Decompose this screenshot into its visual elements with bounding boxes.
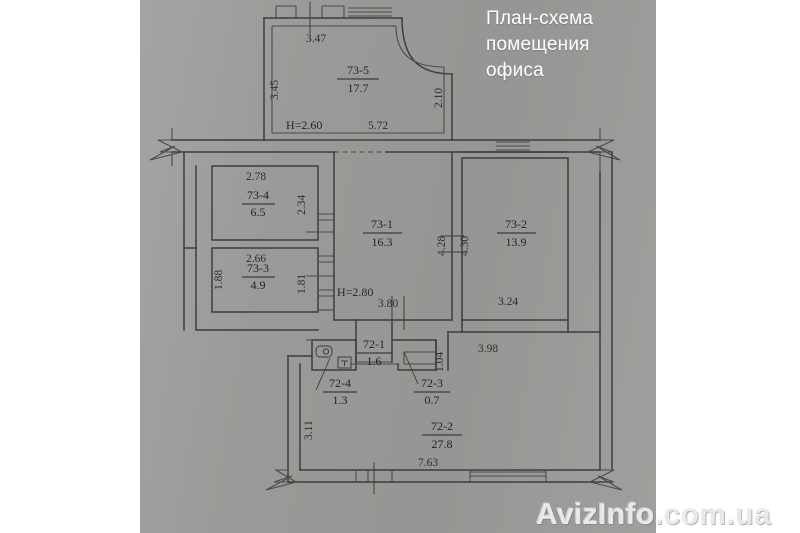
room-73-2-area: 13.9 (506, 235, 527, 249)
plan-title-line-2: помещения (486, 34, 590, 56)
break-line-left (149, 128, 184, 166)
room-73-4-outline (211, 165, 319, 241)
dim-2-66: 2.66 (246, 253, 266, 265)
room-72-3-labels: 72-3 0.7 1.04 (403, 331, 450, 407)
wall-stubs-left-rooms (306, 213, 334, 311)
left-outer-wall (183, 151, 197, 331)
room-73-2-labels: 73-2 13.9 4.30 3.24 (459, 217, 536, 308)
dim-1-04: 1.04 (434, 352, 446, 372)
room-73-1-labels: 73-1 16.3 H=2.80 3.80 4.28 (337, 217, 464, 330)
main-horizontal-wall (171, 139, 601, 153)
room-73-1-area: 16.3 (372, 235, 393, 249)
room-73-4-labels: 73-4 6.5 2.78 2.34 (242, 171, 308, 219)
room-72-1-id: 72-1 (363, 337, 385, 351)
dim-3-45: 3.45 (269, 80, 281, 100)
dim-3-47: 3.47 (306, 33, 326, 45)
room-72-2-labels: 72-2 27.8 3.11 7.63 3.98 (303, 343, 498, 469)
room-72-4-id: 72-4 (329, 376, 351, 390)
room-73-5-labels: 73-5 17.7 3.47 3.45 5.72 2.10 H=2.60 (269, 33, 445, 132)
room-73-1-id: 73-1 (371, 217, 393, 231)
room-73-5-area: 17.7 (348, 81, 369, 95)
room-72-4-area: 1.3 (333, 393, 348, 407)
room-72-1-labels: 72-1 1.6 (357, 337, 392, 368)
room-73-4-area: 6.5 (251, 205, 266, 219)
dim-4-28: 4.28 (436, 236, 448, 256)
room-72-1-area: 1.6 (367, 354, 382, 368)
top-wall-openings (275, 2, 392, 34)
room-73-5-inner-face (271, 25, 445, 134)
room-72-2-outline (287, 331, 613, 483)
height-note-2-60: H=2.60 (286, 118, 322, 132)
dim-2-34: 2.34 (296, 195, 308, 215)
room-72-3-id: 72-3 (421, 376, 443, 390)
dim-4-30: 4.30 (459, 236, 471, 256)
plan-title-line-3: офиса (486, 60, 544, 82)
dim-7-63: 7.63 (418, 457, 438, 469)
room-73-3-labels: 73-3 4.9 2.66 1.88 1.81 (213, 253, 308, 294)
room-73-3-area: 4.9 (251, 278, 266, 292)
bathtub-icon (315, 345, 333, 358)
room-72-2-area: 27.8 (432, 437, 453, 451)
room-72-4-labels: 72-4 1.3 (315, 357, 357, 407)
break-line-right (586, 128, 621, 172)
toilet-icon (337, 356, 352, 369)
dim-3-24: 3.24 (498, 296, 518, 308)
dim-2-10: 2.10 (433, 88, 445, 108)
plan-title-block: План-схема помещения офиса (486, 6, 656, 85)
room-73-2-outline (461, 141, 569, 333)
dim-1-88: 1.88 (213, 270, 225, 290)
site-watermark: AvizInfo.com.ua (536, 498, 771, 531)
dim-5-72: 5.72 (368, 120, 388, 132)
dim-2-78: 2.78 (246, 171, 266, 183)
dim-3-98: 3.98 (478, 343, 498, 355)
room-73-4-id: 73-4 (247, 188, 269, 202)
dim-1-81: 1.81 (296, 274, 308, 294)
room-72-2-id: 72-2 (431, 419, 453, 433)
dim-3-11: 3.11 (303, 420, 315, 440)
room-72-3-area: 0.7 (425, 393, 440, 407)
room-73-3-outline (195, 247, 319, 331)
bottom-wall-openings (355, 462, 547, 494)
room-73-5-id: 73-5 (347, 63, 369, 77)
room-72-3-outline (391, 339, 437, 371)
dim-3-80: 3.80 (378, 298, 398, 310)
room-72-4-outline (306, 339, 357, 371)
plan-title-line-1: План-схема (486, 8, 594, 29)
right-outer-wall (599, 151, 613, 471)
room-73-3-id: 73-3 (247, 261, 269, 275)
break-line-bottom-right (588, 469, 623, 491)
break-line-bottom-left (265, 469, 298, 491)
room-73-2-id: 73-2 (505, 217, 527, 231)
height-note-2-80: H=2.80 (337, 285, 373, 299)
